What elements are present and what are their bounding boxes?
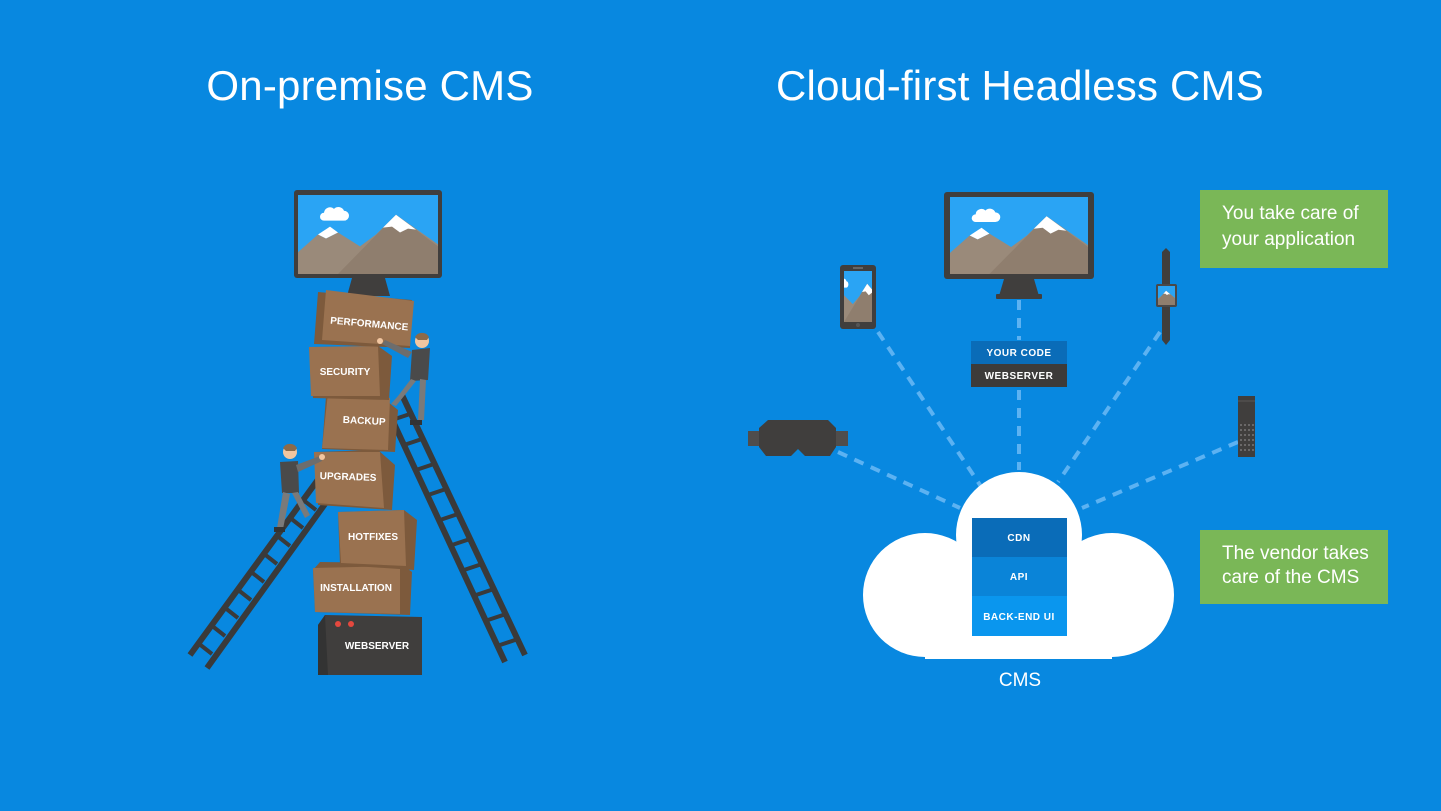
monitor-icon xyxy=(944,192,1094,299)
vr-headset-device xyxy=(748,420,848,456)
your-code-label: YOUR CODE xyxy=(986,348,1051,359)
box-icon xyxy=(309,346,380,396)
phone-icon xyxy=(840,265,876,329)
box-upgrades: UPGRADES xyxy=(314,450,395,510)
remote-control-icon xyxy=(1238,396,1255,457)
server-icon xyxy=(318,615,422,675)
smartwatch-device xyxy=(1156,248,1177,345)
box-icon xyxy=(322,290,414,346)
box-label-installation: INSTALLATION xyxy=(320,583,392,594)
box-icon xyxy=(322,393,390,450)
phone-device xyxy=(840,265,876,329)
box-label-hotfixes: HOTFIXES xyxy=(348,532,398,543)
on-premise-title: On-premise CMS xyxy=(206,62,534,109)
on-premise-monitor xyxy=(294,190,442,296)
remote-device xyxy=(1238,396,1255,457)
cdn-layer: CDN xyxy=(1007,533,1030,544)
box-hotfixes: HOTFIXES xyxy=(338,510,417,570)
box-icon xyxy=(313,566,400,614)
smartwatch-icon xyxy=(1156,248,1177,345)
backend-ui-layer: BACK-END UI xyxy=(983,612,1055,623)
monitor-icon xyxy=(294,190,442,296)
worker-icon xyxy=(377,332,430,425)
headless-title: Cloud-first Headless CMS xyxy=(776,62,1264,109)
worker-icon xyxy=(274,443,325,532)
vr-headset-icon xyxy=(748,420,848,456)
box-label-backup: BACKUP xyxy=(342,415,386,428)
box-security: SECURITY xyxy=(309,346,392,400)
box-label-security: SECURITY xyxy=(320,367,371,378)
box-icon xyxy=(314,452,384,508)
worker-top xyxy=(377,332,430,425)
note-vendor: The vendor takes care of the CMS xyxy=(1200,530,1388,604)
connection-lines xyxy=(837,300,1239,510)
app-stack: YOUR CODE WEBSERVER xyxy=(971,341,1067,387)
box-icon xyxy=(338,510,406,566)
app-webserver-label: WEBSERVER xyxy=(985,371,1054,382)
cms-label: CMS xyxy=(998,670,1042,691)
api-layer: API xyxy=(1010,572,1028,583)
box-backup: BACKUP xyxy=(322,393,398,452)
server-box: WEBSERVER xyxy=(318,615,422,675)
right-ladder xyxy=(380,393,528,664)
box-performance: PERFORMANCE xyxy=(314,290,414,348)
worker-bottom xyxy=(274,443,325,532)
monitor-device xyxy=(944,192,1094,299)
box-label-upgrades: UPGRADES xyxy=(320,471,377,484)
note-application: You take care of your application xyxy=(1200,190,1388,268)
webserver-label: WEBSERVER xyxy=(345,641,410,652)
cms-cloud: CDN API BACK-END UI xyxy=(863,472,1174,659)
box-installation: INSTALLATION xyxy=(313,562,412,615)
